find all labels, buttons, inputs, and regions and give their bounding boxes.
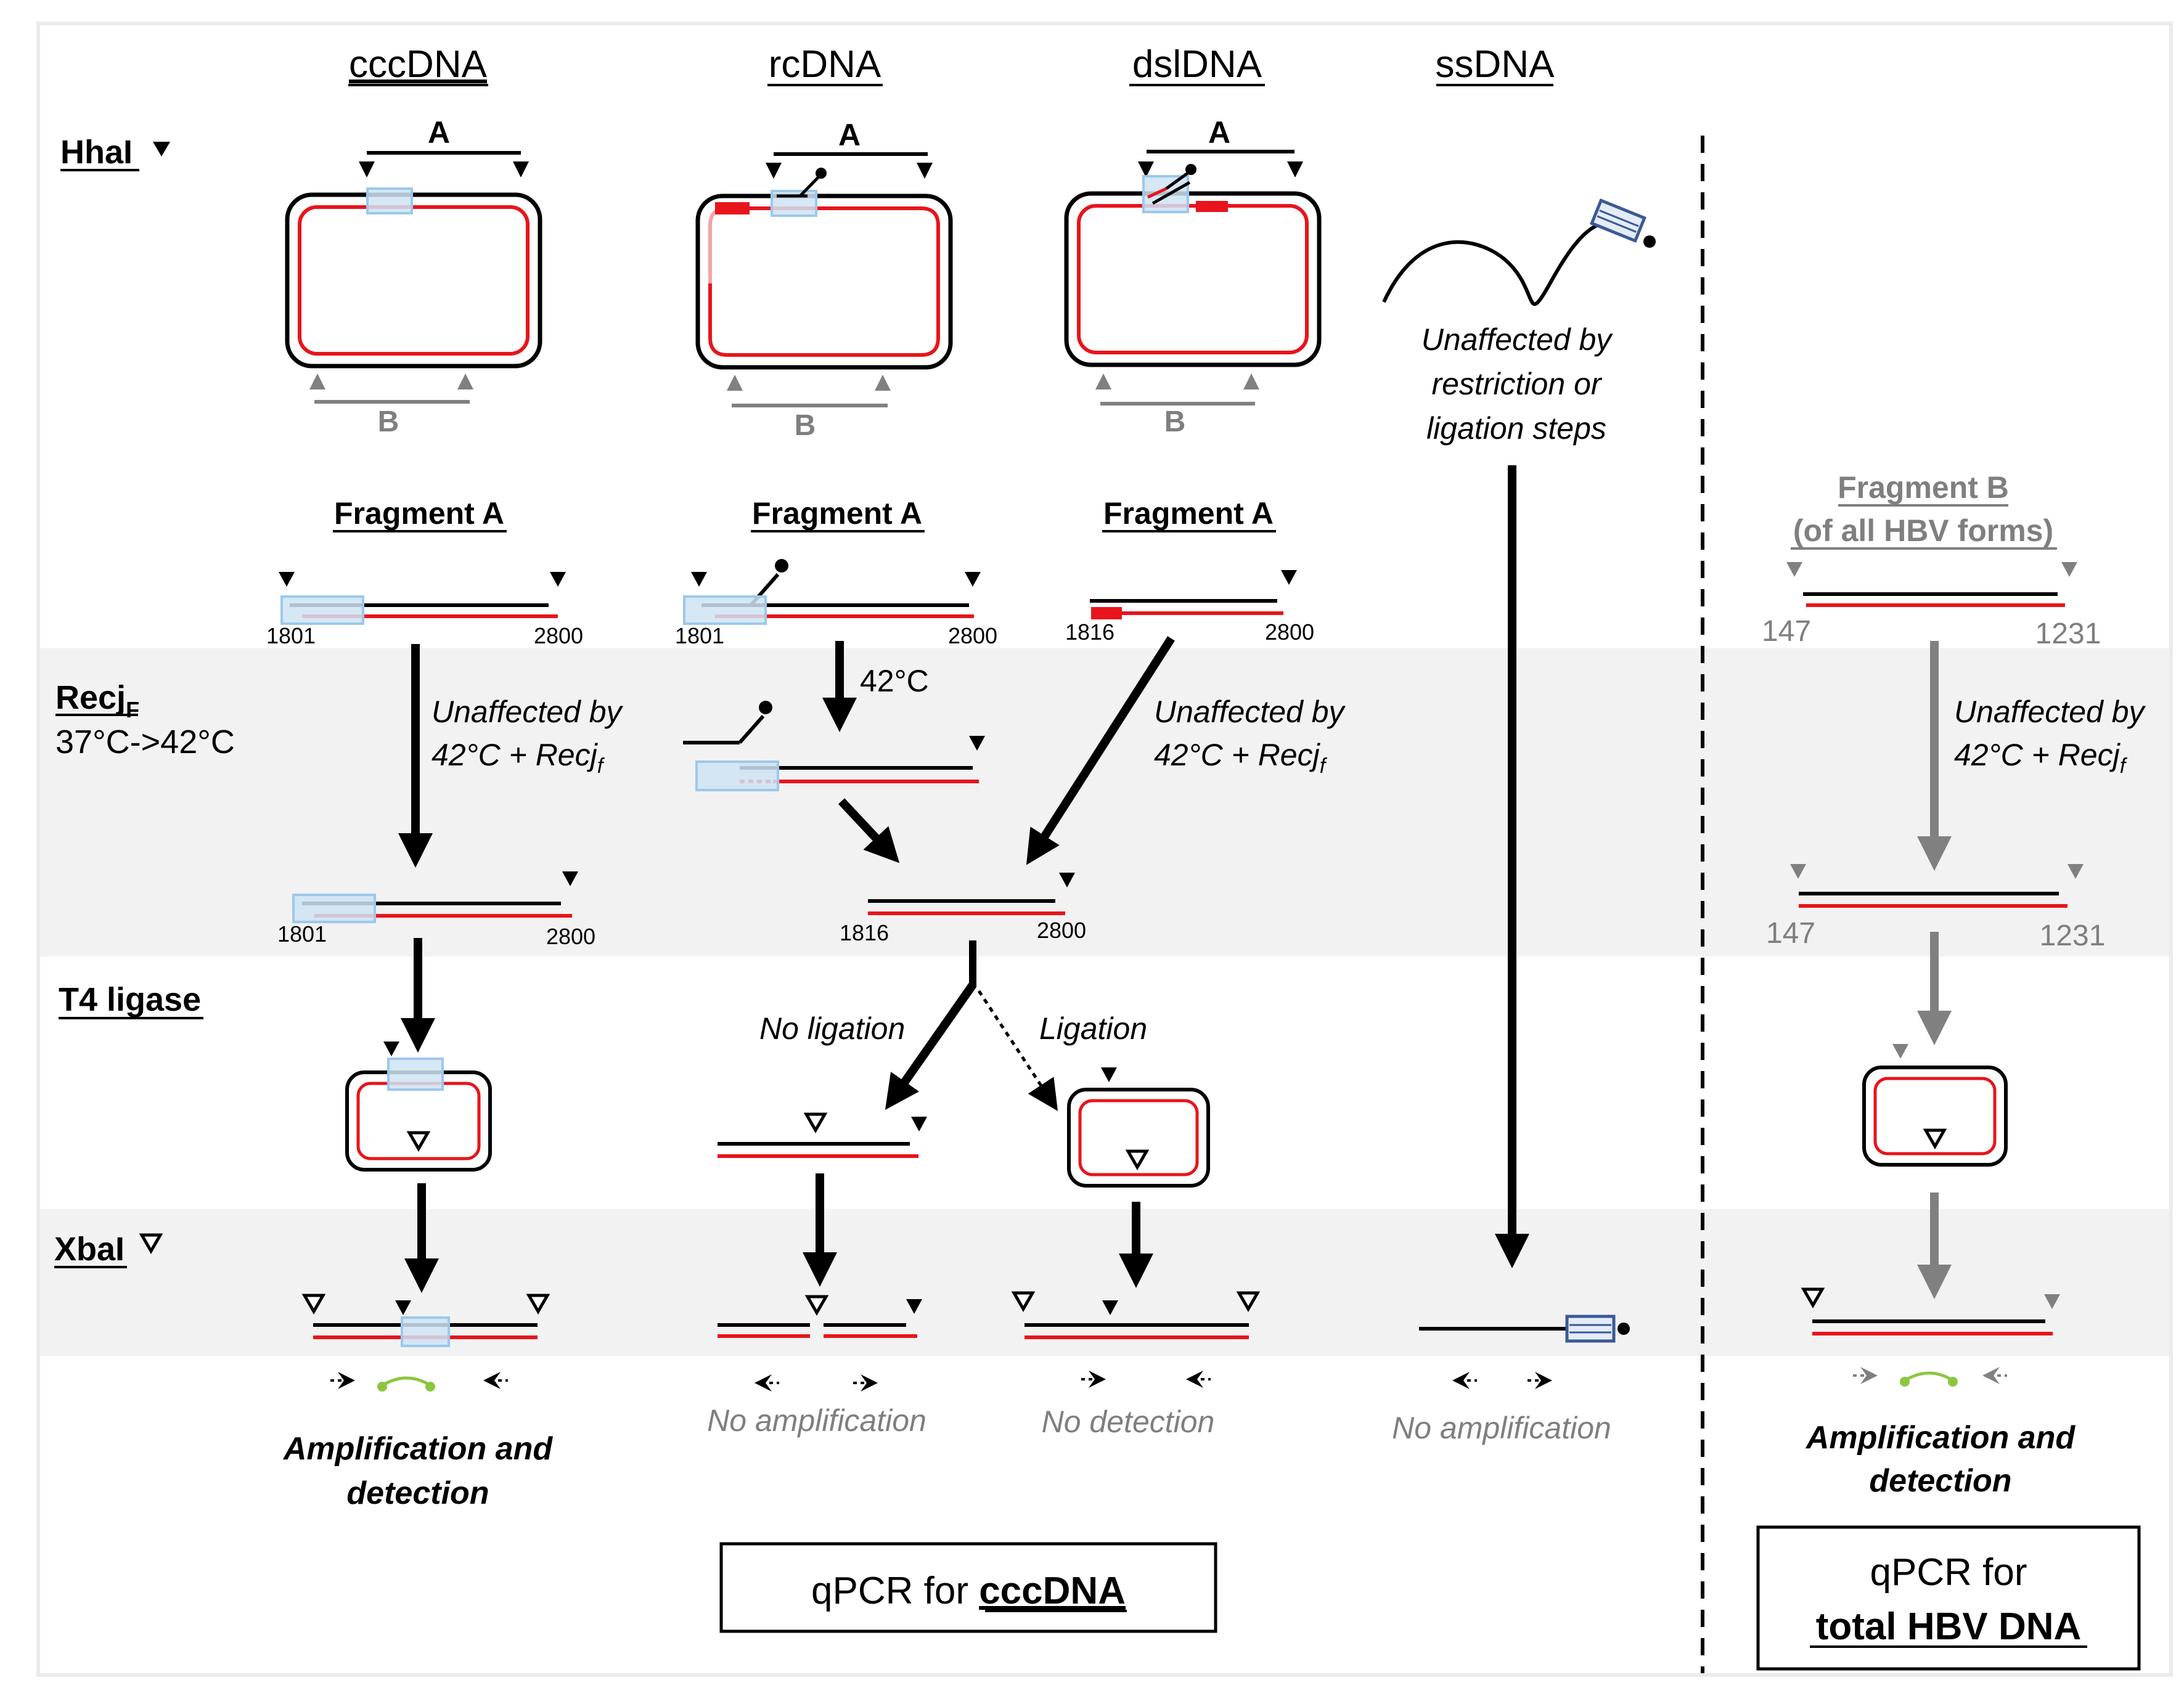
- svg-text:1231: 1231: [2035, 618, 2101, 650]
- svg-text:147: 147: [1762, 615, 1811, 648]
- rcdna-circle: A B: [695, 118, 953, 442]
- rcdna-outcome: No amplification: [707, 1403, 926, 1438]
- cccdna-unaffected-line1: Unaffected by: [431, 695, 624, 729]
- ssdna-final-strand: [1419, 1315, 1630, 1343]
- ligated-primers: [1080, 1369, 1212, 1389]
- ssdna-outcome: No amplification: [1392, 1411, 1611, 1445]
- fragment-b-outcome-line1: Amplification and: [1805, 1420, 2076, 1456]
- cccdna-fragment-a-linear: 1801 2800: [266, 572, 583, 648]
- step-hhal-label: HhaI: [60, 134, 133, 171]
- svg-text:1816: 1816: [1065, 619, 1114, 645]
- fragment-b-heading-line2: (of all HBV forms): [1793, 513, 2053, 548]
- header-dsldna: dslDNA: [1132, 43, 1262, 86]
- fragment-b-unaffected-line2: 42°C + Recjf: [1954, 738, 2128, 778]
- fragment-b-outcome-line2: detection: [1869, 1463, 2011, 1499]
- svg-text:total HBV DNA: total HBV DNA: [1816, 1605, 2082, 1648]
- fragment-b-primers-probe: [1852, 1366, 2008, 1387]
- fragment-b-heading-line1: Fragment B: [1838, 470, 2009, 505]
- rcdna-to-trimmed-arrow: [838, 798, 900, 863]
- hhal-site-icon: [153, 142, 170, 157]
- cccdna-xbal-linear: [301, 1294, 550, 1347]
- cccdna-fragment-after-recj: 1801 2800: [277, 871, 595, 949]
- rcdna-fragment-a-linear: 1801 2800: [675, 559, 997, 648]
- header-cccdna: cccDNA: [349, 43, 488, 86]
- qpcr-total-dna-box: qPCR for total HBV DNA: [1756, 1525, 2141, 1671]
- svg-text:2800: 2800: [1037, 918, 1086, 943]
- fragment-b-xbal-linear: [1801, 1287, 2060, 1335]
- fragment-a-dsldna-heading: Fragment A: [1103, 496, 1274, 531]
- svg-text:147: 147: [1766, 917, 1815, 950]
- ligated-xbal-linear: [1011, 1291, 1261, 1339]
- fragment-a-cccdna-heading: Fragment A: [334, 496, 504, 531]
- unligated-linear-fragment: [718, 1112, 927, 1158]
- fragment-b-circle: [1862, 1044, 2008, 1167]
- cccdna-fragment-a-letter: A: [428, 115, 450, 150]
- svg-text:1801: 1801: [266, 623, 316, 648]
- fragment-b-linear-top: 147 1231: [1762, 562, 2101, 650]
- ssdna-unaffected-line3: ligation steps: [1426, 411, 1606, 446]
- no-ligation-label: No ligation: [759, 1011, 905, 1046]
- cccdna-circle: A B: [285, 115, 542, 438]
- no-ligation-arrow: [885, 982, 976, 1110]
- xbal-site-icon: [139, 1233, 163, 1255]
- svg-text:1231: 1231: [2040, 919, 2106, 952]
- svg-text:2800: 2800: [948, 623, 997, 648]
- fragment-b-after-recj: 147 1231: [1766, 864, 2105, 952]
- ligation-label: Ligation: [1039, 1011, 1147, 1046]
- dsldna-unaffected-line2: 42°C + Recjf: [1154, 738, 1328, 778]
- dsldna-circle: A B: [1064, 115, 1322, 438]
- svg-text:2800: 2800: [546, 924, 595, 949]
- svg-text:2800: 2800: [534, 623, 583, 648]
- svg-text:1801: 1801: [675, 623, 724, 648]
- ligation-dotted-arrow: [977, 990, 1058, 1111]
- dsldna-fragment-a-letter: A: [1208, 115, 1230, 150]
- ssdna-unaffected-line2: restriction or: [1431, 367, 1602, 401]
- svg-text:1801: 1801: [277, 921, 327, 947]
- rcdna-digested-fragment: [683, 701, 985, 791]
- xbal-band: [40, 1209, 2169, 1356]
- ligated-outcome: No detection: [1042, 1404, 1215, 1439]
- ssdna-primers: [1451, 1371, 1553, 1390]
- step-xbal-label: XbaI: [54, 1231, 125, 1268]
- cccdna-primers-probe: [329, 1371, 509, 1392]
- cccdna-religated-circle: [345, 1042, 492, 1172]
- step-recj-temperature: 37°C->42°C: [55, 724, 235, 760]
- svg-text:2800: 2800: [1265, 619, 1314, 645]
- fragment-a-rcdna-heading: Fragment A: [752, 496, 922, 531]
- qpcr-cccdna-box: qPCR for cccDNA: [719, 1542, 1217, 1633]
- cccdna-unaffected-line2: 42°C + Recjf: [431, 738, 605, 778]
- dsldna-to-trimmed-arrow: [1026, 636, 1175, 865]
- cccdna-outcome-line1: Amplification and: [282, 1431, 553, 1467]
- svg-text:1816: 1816: [840, 920, 889, 945]
- dsldna-fragment-b-letter: B: [1164, 406, 1186, 438]
- fragment-b-unaffected-line1: Unaffected by: [1954, 695, 2146, 729]
- trimmed-fragment-1816-2800: 1816 2800: [840, 873, 1086, 945]
- svg-text:qPCR for: qPCR for: [1870, 1551, 2027, 1594]
- cccdna-fragment-b-letter: B: [378, 406, 399, 438]
- unligated-primers: [753, 1373, 879, 1393]
- ssdna-unaffected-line1: Unaffected by: [1421, 322, 1614, 357]
- rcdna-42c-label: 42°C: [860, 664, 929, 698]
- rcdna-fragment-a-letter: A: [838, 118, 861, 152]
- ssdna-strand: [1382, 198, 1656, 306]
- ligated-small-circle: [1067, 1067, 1210, 1188]
- unligated-xbal-cut: [718, 1295, 922, 1338]
- header-ssdna: ssDNA: [1436, 43, 1555, 86]
- outer-frame: [36, 22, 2173, 1677]
- step-t4-ligase-label: T4 ligase: [59, 981, 201, 1018]
- dsldna-unaffected-line1: Unaffected by: [1154, 695, 1346, 729]
- dsldna-fragment-a-linear: 1816 2800: [1065, 570, 1314, 645]
- svg-text:qPCR for cccDNA: qPCR for cccDNA: [811, 1570, 1126, 1612]
- rcdna-fragment-b-letter: B: [795, 409, 816, 442]
- header-rcdna: rcDNA: [769, 43, 881, 86]
- cccdna-outcome-line2: detection: [346, 1475, 489, 1511]
